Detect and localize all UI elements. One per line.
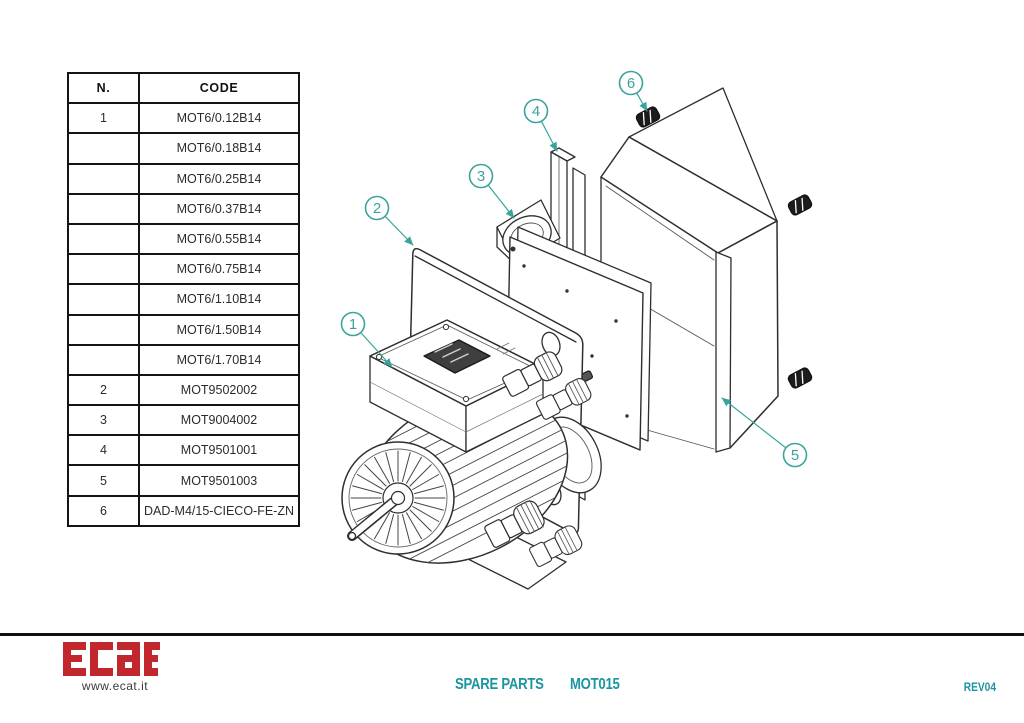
- cell-code: MOT6/0.37B14: [137, 192, 301, 225]
- footer-divider: [0, 633, 1024, 636]
- column-header-number: N.: [67, 71, 140, 105]
- cell-number: 4: [67, 434, 140, 467]
- cell-code: DAD-M4/15-CIECO-FE-ZN: [137, 494, 301, 527]
- table-row: MOT6/1.50B14: [67, 313, 301, 346]
- table-row: MOT6/0.55B14: [67, 222, 301, 256]
- callout-6: 6: [618, 70, 648, 112]
- cap-nut-illustration: [787, 194, 813, 216]
- cell-number: 1: [67, 102, 140, 135]
- cell-number: [67, 192, 140, 225]
- callout-1: 1: [340, 311, 393, 368]
- cell-code: MOT6/1.70B14: [137, 343, 301, 376]
- callout-2: 2: [364, 195, 414, 246]
- ecat-logo-graphic: [63, 642, 160, 676]
- table-header-row: N. CODE: [67, 71, 301, 105]
- callout-number: 2: [373, 200, 381, 217]
- cable-gland-illustration: [502, 351, 563, 397]
- callout-number: 6: [627, 75, 635, 92]
- cell-number: 3: [67, 404, 140, 437]
- table-row: MOT6/1.70B14: [67, 343, 301, 376]
- website-url: www.ecat.it: [81, 679, 149, 693]
- cap-nut-illustration: [787, 367, 813, 389]
- table-row: MOT6/1.10B14: [67, 283, 301, 316]
- fan-cover-illustration: [341, 441, 455, 555]
- table-row: MOT6/0.18B14: [67, 132, 301, 165]
- cell-code: MOT9502002: [137, 373, 301, 407]
- document-type-label: SPARE PARTS: [455, 676, 544, 693]
- revision-label: REV04: [963, 680, 996, 694]
- cell-code: MOT6/1.10B14: [137, 283, 301, 316]
- cell-code: MOT9004002: [137, 404, 301, 437]
- cable-gland-illustration: [529, 525, 583, 568]
- cable-gland-illustration: [484, 499, 545, 548]
- cell-number: [67, 162, 140, 195]
- table-row: MOT6/0.25B14: [67, 162, 301, 195]
- callout-number: 3: [477, 168, 485, 185]
- cell-number: [67, 343, 140, 376]
- callout-number: 1: [349, 316, 357, 333]
- cell-code: MOT6/1.50B14: [137, 313, 301, 346]
- enclosure-box-illustration: [600, 87, 779, 453]
- cell-number: 5: [67, 464, 140, 497]
- callout-3: 3: [468, 163, 515, 219]
- cell-code: MOT9501001: [137, 434, 301, 467]
- document-code: MOT015: [570, 676, 620, 693]
- cell-number: [67, 132, 140, 165]
- cell-code: MOT6/0.12B14: [137, 102, 301, 135]
- callout-number: 4: [532, 103, 540, 120]
- cell-code: MOT6/0.75B14: [137, 253, 301, 286]
- cell-code: MOT6/0.55B14: [137, 222, 301, 256]
- cell-number: 2: [67, 373, 140, 407]
- table-row: MOT6/0.37B14: [67, 192, 301, 225]
- cell-code: MOT9501003: [137, 464, 301, 497]
- ecat-logo: ecat: [56, 642, 174, 676]
- cell-code: MOT6/0.25B14: [137, 162, 301, 195]
- callout-number: 5: [791, 447, 799, 464]
- column-header-code: CODE: [137, 71, 301, 105]
- cell-number: [67, 253, 140, 286]
- cable-gland-illustration: [535, 377, 592, 420]
- callout-4: 4: [523, 98, 558, 152]
- motor-illustration: [337, 319, 602, 590]
- cell-code: MOT6/0.18B14: [137, 132, 301, 165]
- cell-number: [67, 283, 140, 316]
- cell-number: 6: [67, 494, 140, 527]
- callout-5: 5: [721, 397, 808, 468]
- table-row: MOT6/0.75B14: [67, 253, 301, 286]
- cell-number: [67, 313, 140, 346]
- cell-number: [67, 222, 140, 256]
